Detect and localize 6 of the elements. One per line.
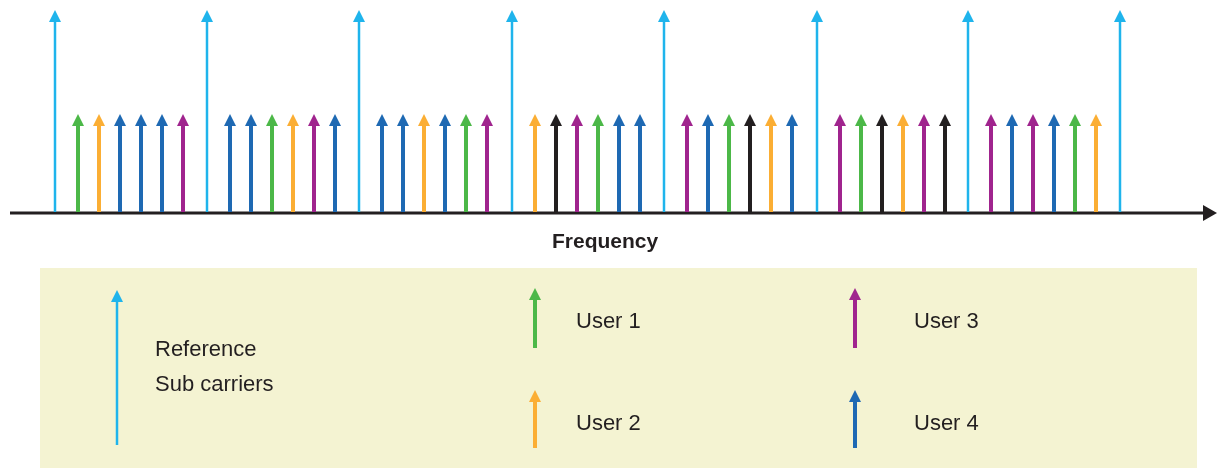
legend-label: User 1 — [576, 307, 642, 335]
axis-label: Frequency — [552, 229, 659, 253]
legend-label: Reference Sub carriers — [155, 335, 275, 398]
legend-label: User 2 — [576, 409, 642, 437]
legend-label: User 3 — [914, 307, 980, 335]
legend-label: User 4 — [914, 409, 980, 437]
